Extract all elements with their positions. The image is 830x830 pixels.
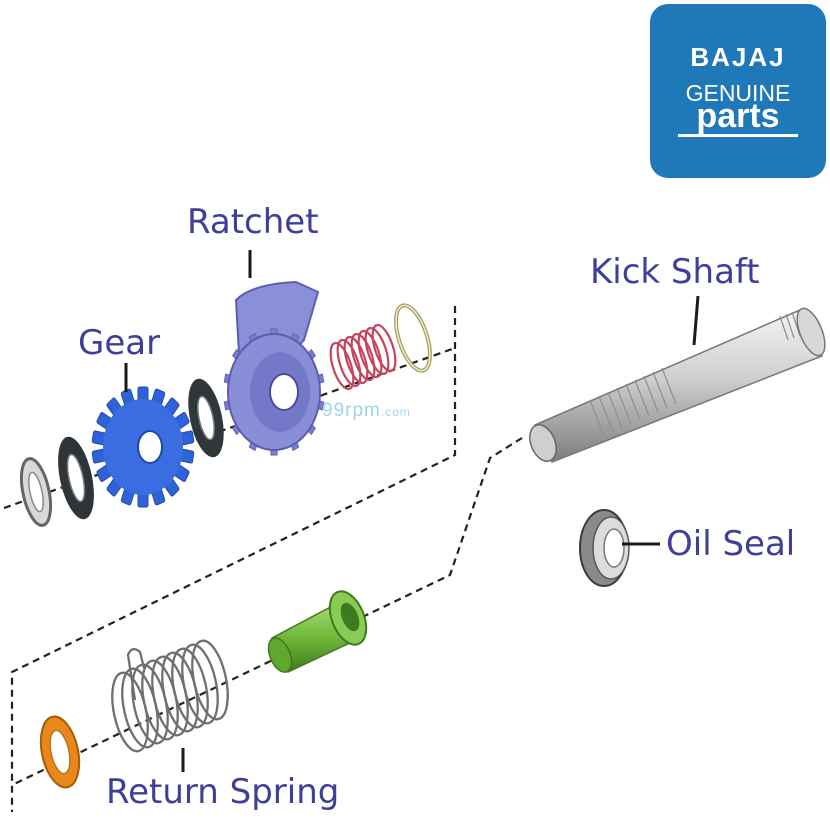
label-kick-shaft: Kick Shaft xyxy=(590,252,760,292)
circlip xyxy=(394,303,432,373)
kick-shaft xyxy=(529,307,826,463)
logo-underline xyxy=(678,134,798,137)
ratchet-spring xyxy=(329,323,397,391)
leader-lines xyxy=(124,250,700,772)
thrust-washer-dark xyxy=(58,436,94,520)
oil-seal xyxy=(579,509,630,587)
watermark-main: 99rpm xyxy=(322,400,381,421)
bajaj-genuine-parts-logo: BAJAJ GENUINE parts xyxy=(650,4,826,178)
watermark: 99rpm.com xyxy=(322,400,411,422)
label-ratchet: Ratchet xyxy=(187,202,319,242)
washer-orange xyxy=(39,715,81,789)
bush xyxy=(267,590,368,673)
watermark-suffix: .com xyxy=(380,405,411,419)
return-spring xyxy=(111,639,229,753)
label-return-spring: Return Spring xyxy=(106,772,340,812)
logo-brand: BAJAJ xyxy=(690,42,786,72)
thrust-washer-dark-2 xyxy=(188,378,224,458)
logo-genuine: GENUINE xyxy=(685,80,791,106)
washer-left xyxy=(19,457,53,527)
gear xyxy=(91,386,195,508)
label-gear: Gear xyxy=(78,323,161,363)
ratchet xyxy=(223,280,325,456)
logo-parts: parts xyxy=(696,97,780,135)
label-oil-seal: Oil Seal xyxy=(666,524,796,564)
